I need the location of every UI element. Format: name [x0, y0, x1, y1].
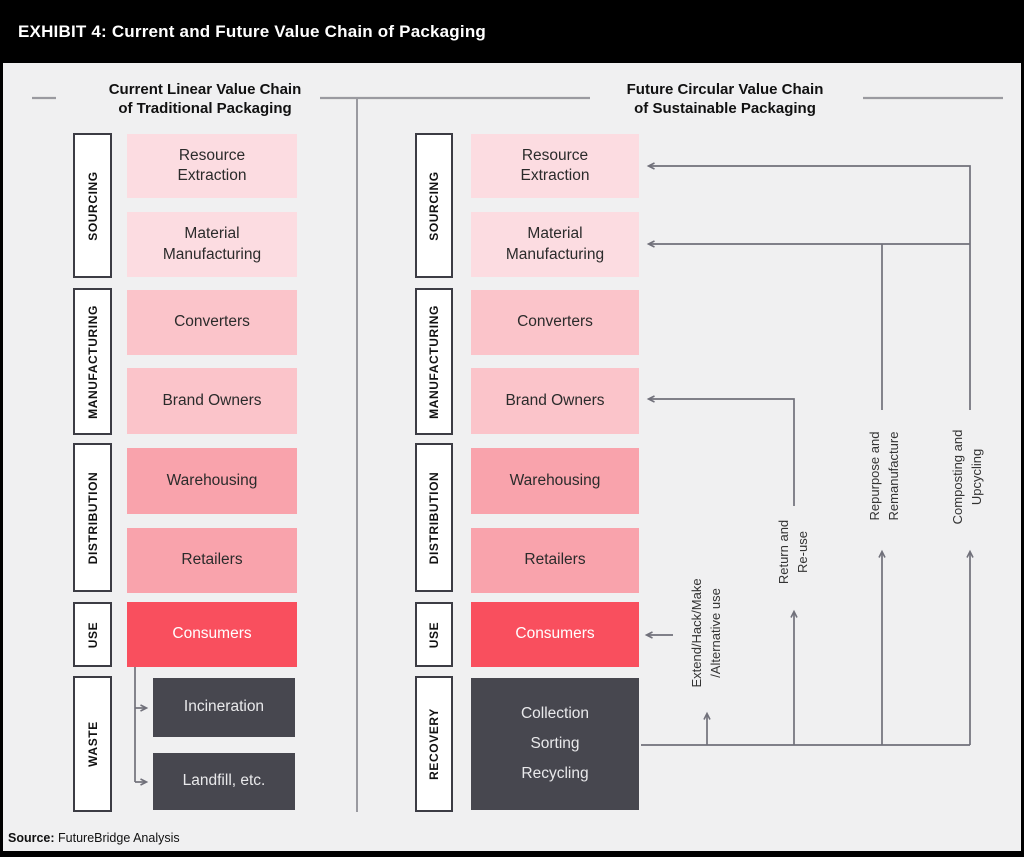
stage-left-manufacturing: MANUFACTURING [73, 288, 112, 435]
stage-left-distribution-label: DISTRIBUTION [85, 471, 100, 564]
left-box-consumers: Consumers [127, 602, 297, 667]
stage-right-use-label: USE [427, 621, 441, 648]
stage-left-sourcing: SOURCING [73, 133, 112, 278]
stage-left-use-label: USE [85, 621, 100, 648]
left-box-resource-extraction: Resource Extraction [127, 134, 297, 198]
stage-left-distribution: DISTRIBUTION [73, 443, 112, 592]
stage-left-sourcing-label: SOURCING [85, 170, 100, 241]
recovery-line-sorting: Sorting [530, 735, 580, 752]
left-chain-title: Current Linear Value Chain of Traditiona… [85, 80, 325, 118]
stage-right-sourcing: SOURCING [415, 133, 453, 278]
stage-right-manufacturing: MANUFACTURING [415, 288, 453, 435]
source-text: FutureBridge Analysis [58, 831, 180, 845]
stage-left-waste-label: WASTE [85, 721, 100, 767]
right-box-warehousing: Warehousing [471, 448, 639, 514]
left-box-retailers: Retailers [127, 528, 297, 593]
right-box-retailers: Retailers [471, 528, 639, 593]
stage-right-manufacturing-label: MANUFACTURING [427, 304, 441, 419]
stage-left-use: USE [73, 602, 112, 667]
stage-left-manufacturing-label: MANUFACTURING [85, 304, 100, 419]
stage-right-distribution-label: DISTRIBUTION [427, 471, 441, 564]
stage-right-distribution: DISTRIBUTION [415, 443, 453, 592]
right-chain-title-line2: of Sustainable Packaging [634, 100, 816, 117]
flow-label-return-reuse: Return and Re-use [776, 519, 810, 585]
flow-label-composting-upcycling: Composting and Upcycling [950, 429, 984, 525]
left-box-landfill: Landfill, etc. [153, 753, 295, 810]
stage-right-sourcing-label: SOURCING [427, 170, 441, 241]
right-box-brand-owners: Brand Owners [471, 368, 639, 434]
flow-label-repurpose-remanufacture: Repurpose and Remanufacture [867, 431, 901, 521]
left-box-warehousing: Warehousing [127, 448, 297, 514]
right-chain-title-line1: Future Circular Value Chain [626, 81, 824, 98]
right-box-recovery: Collection Sorting Recycling [471, 678, 639, 810]
stage-right-recovery: RECOVERY [415, 676, 453, 812]
source-label: Source: [8, 831, 55, 845]
right-box-converters: Converters [471, 290, 639, 355]
right-box-material-manufacturing: Material Manufacturing [471, 212, 639, 277]
flow-label-extend-hack-make: Extend/Hack/Make /Alternative use [689, 578, 723, 688]
stage-right-use: USE [415, 602, 453, 667]
left-box-converters: Converters [127, 290, 297, 355]
stage-left-waste: WASTE [73, 676, 112, 812]
left-chain-title-line2: of Traditional Packaging [118, 100, 292, 117]
exhibit-title: EXHIBIT 4: Current and Future Value Chai… [18, 21, 486, 41]
exhibit-header-bar: EXHIBIT 4: Current and Future Value Chai… [0, 0, 1024, 63]
recovery-line-recycling: Recycling [521, 765, 589, 782]
right-chain-title: Future Circular Value Chain of Sustainab… [605, 80, 845, 118]
left-box-brand-owners: Brand Owners [127, 368, 297, 434]
left-chain-title-line1: Current Linear Value Chain [108, 81, 302, 98]
source-note: Source: FutureBridge Analysis [8, 831, 180, 845]
left-box-incineration: Incineration [153, 678, 295, 737]
right-box-resource-extraction: Resource Extraction [471, 134, 639, 198]
left-box-material-manufacturing: Material Manufacturing [127, 212, 297, 277]
right-box-consumers: Consumers [471, 602, 639, 667]
stage-right-recovery-label: RECOVERY [427, 708, 441, 780]
recovery-line-collection: Collection [520, 705, 590, 722]
